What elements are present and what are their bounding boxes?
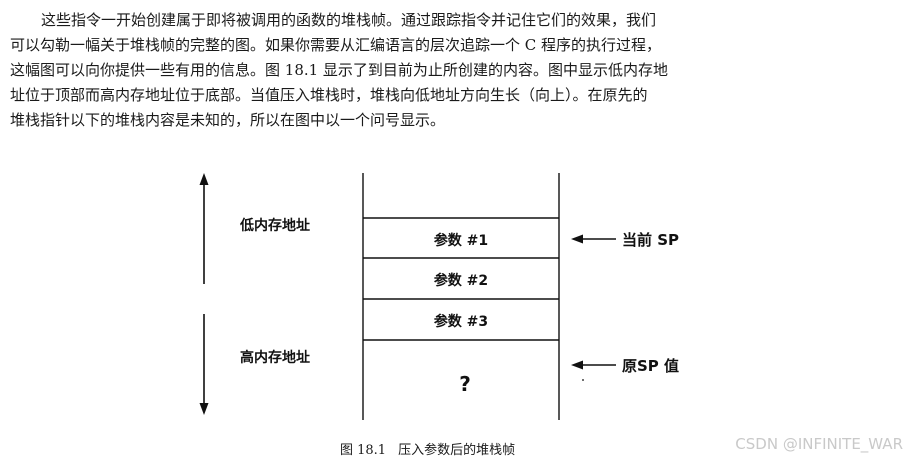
stack-box	[362, 173, 560, 420]
stack-cell-param-1: 参数 #1	[434, 232, 488, 249]
unknown-stack-content: ?	[459, 372, 471, 396]
figure-caption: 图 18.1 压入参数后的堆栈帧	[340, 439, 515, 458]
body-line: 堆栈指针以下的堆栈内容是未知的，所以在图中以一个问号显示。	[10, 111, 446, 129]
body-line: 这些指令一开始创建属于即将被调用的函数的堆栈帧。通过跟踪指令并记住它们的效果，我…	[41, 11, 657, 29]
original-sp-arrow	[571, 360, 616, 370]
original-sp-label: 原SP 值	[622, 357, 679, 375]
body-paragraph: 这些指令一开始创建属于即将被调用的函数的堆栈帧。通过跟踪指令并记住它们的效果，我…	[10, 8, 890, 133]
current-sp-arrow	[571, 234, 616, 244]
figure-number: 图 18.1	[340, 443, 387, 458]
current-sp-label: 当前 SP	[622, 231, 679, 249]
body-line: 这幅图可以向你提供一些有用的信息。图 18.1 显示了到目前为止所创建的内容。图…	[10, 61, 668, 79]
low-memory-label: 低内存地址	[239, 217, 310, 234]
address-up-arrow	[199, 173, 209, 284]
scan-dot	[582, 379, 584, 381]
body-line: 可以勾勒一幅关于堆栈帧的完整的图。如果你需要从汇编语言的层次追踪一个 C 程序的…	[10, 36, 662, 54]
source-watermark: CSDN @INFINITE_WAR	[735, 435, 903, 453]
figure-title: 压入参数后的堆栈帧	[398, 443, 516, 458]
high-memory-label: 高内存地址	[240, 349, 310, 366]
stack-cell-param-2: 参数 #2	[434, 272, 488, 289]
body-line: 址位于顶部而高内存地址位于底部。当值压入堆栈时，堆栈向低地址方向生长（向上）。在…	[10, 86, 648, 104]
address-down-arrow	[199, 314, 209, 415]
stack-cell-param-3: 参数 #3	[434, 313, 488, 330]
